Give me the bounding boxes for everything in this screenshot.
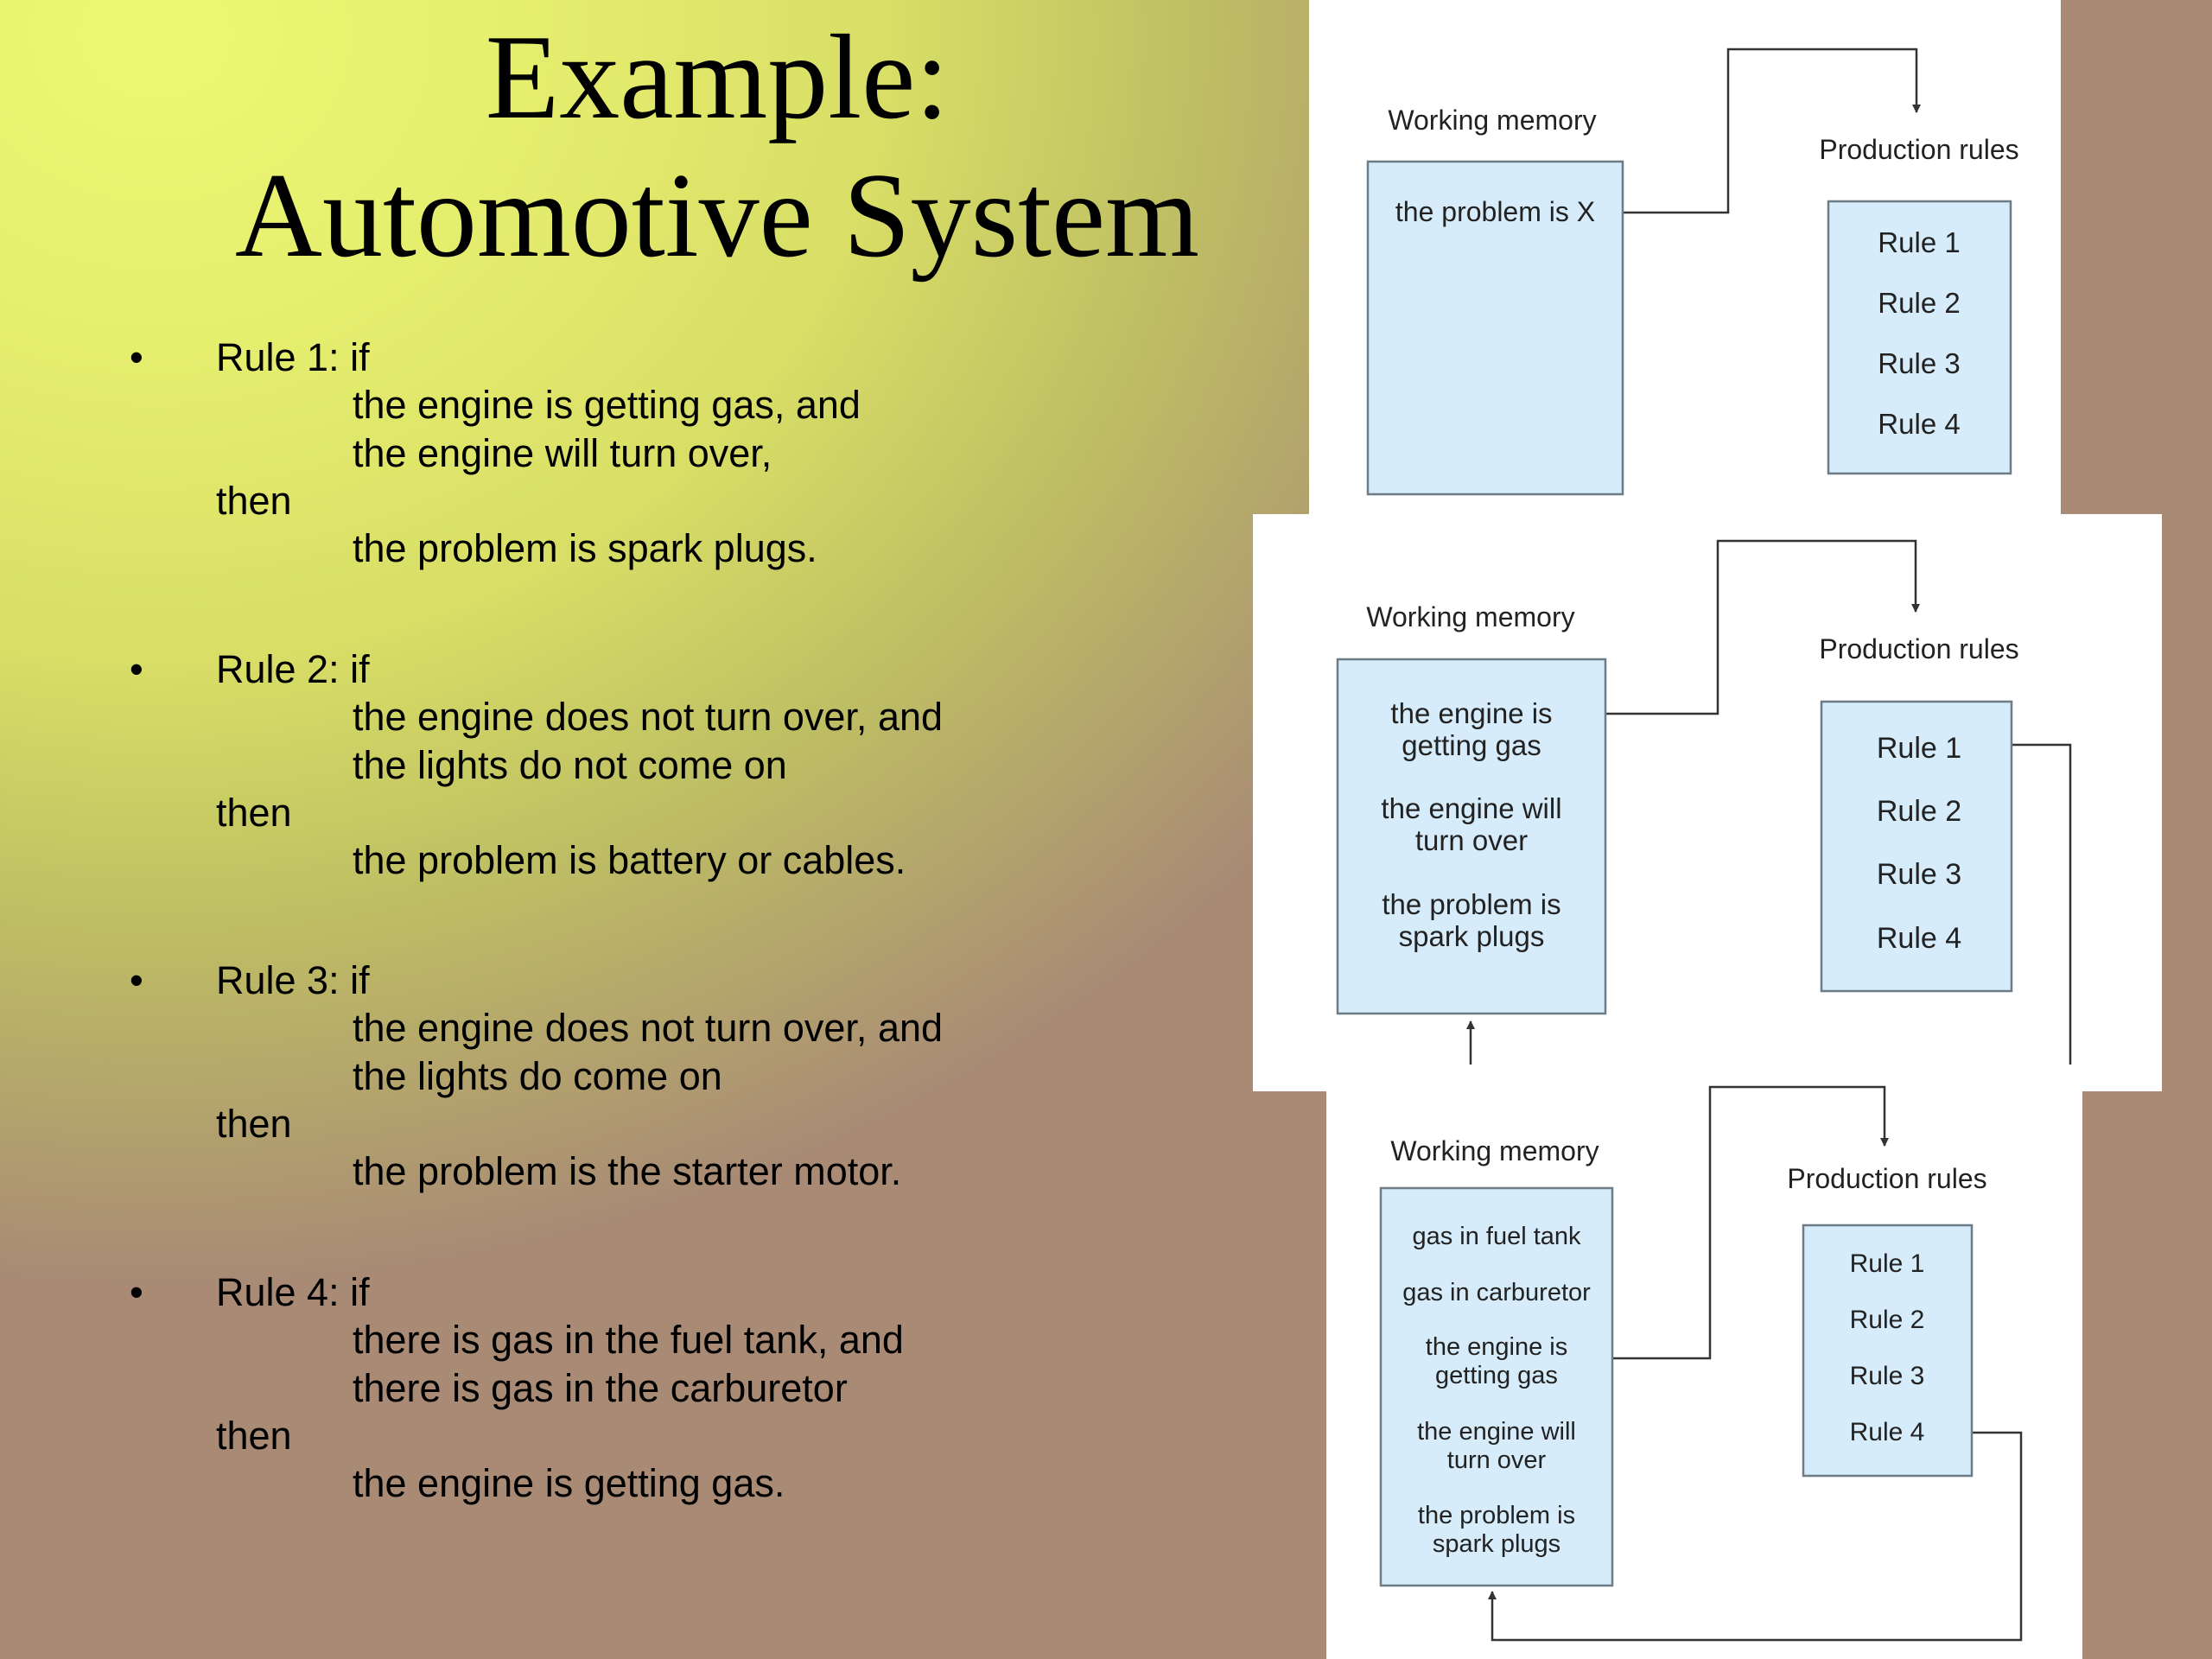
production-rules-title-3: Production rules bbox=[1787, 1163, 1986, 1194]
wm-fact-3-5: the problem is bbox=[1418, 1502, 1575, 1529]
working-memory-title-3: Working memory bbox=[1390, 1135, 1599, 1166]
rule-1-head: Rule 1: if bbox=[216, 335, 370, 379]
arrow-wm-to-rules-1 bbox=[1623, 48, 1921, 214]
wm-fact-3-5: spark plugs bbox=[1433, 1530, 1560, 1558]
rule-2-result: the problem is battery or cables. bbox=[353, 838, 906, 882]
bullet: • bbox=[130, 1270, 143, 1314]
working-memory-title-2: Working memory bbox=[1366, 601, 1574, 632]
rule-3-head: Rule 3: if bbox=[216, 958, 370, 1002]
rule-4-cond-1: there is gas in the fuel tank, and bbox=[353, 1318, 904, 1362]
rule-item-2-4: Rule 4 bbox=[1877, 922, 1961, 955]
rule-item-1-4: Rule 4 bbox=[1878, 408, 1960, 440]
arrow-wm-to-rules-2 bbox=[1605, 539, 1920, 715]
rule-item-2-2: Rule 2 bbox=[1877, 795, 1961, 828]
rule-item-3-3: Rule 3 bbox=[1850, 1362, 1925, 1390]
rule-3-cond-2: the lights do come on bbox=[353, 1054, 722, 1098]
rule-4-then: then bbox=[216, 1414, 292, 1458]
rule-2-cond-2: the lights do not come on bbox=[353, 743, 787, 787]
wm-fact-3-4: turn over bbox=[1447, 1446, 1547, 1474]
wm-fact-3-1: gas in fuel tank bbox=[1412, 1223, 1581, 1250]
rule-1-cond-1: the engine is getting gas, and bbox=[353, 383, 861, 427]
working-memory-title-1: Working memory bbox=[1388, 105, 1596, 136]
wm-fact-2-3: spark plugs bbox=[1399, 920, 1545, 952]
arrow-wm-to-rules-3 bbox=[1595, 1085, 1889, 1360]
rule-4-cond-2: there is gas in the carburetor bbox=[353, 1366, 848, 1410]
wm-fact-2-2: the engine will bbox=[1381, 792, 1561, 824]
bullet: • bbox=[130, 647, 143, 691]
rule-item-2-3: Rule 3 bbox=[1877, 858, 1961, 891]
rule-1-cond-2: the engine will turn over, bbox=[353, 431, 772, 475]
slide-title: Example: Automotive System bbox=[78, 9, 1357, 285]
wm-fact-2-3: the problem is bbox=[1382, 888, 1560, 920]
rule-4-fire-line bbox=[1488, 1431, 2023, 1642]
rule-item-1-1: Rule 1 bbox=[1878, 226, 1960, 258]
wm-fact-3-4: the engine will bbox=[1417, 1418, 1576, 1446]
rule-item-2-1: Rule 1 bbox=[1877, 732, 1961, 765]
title-line-2: Automotive System bbox=[234, 149, 1200, 283]
rule-3-cond-1: the engine does not turn over, and bbox=[353, 1006, 944, 1050]
rule-2-cond-1: the engine does not turn over, and bbox=[353, 695, 944, 739]
rule-4-result: the engine is getting gas. bbox=[353, 1461, 785, 1505]
rules-list: • Rule 1: if the engine is getting gas, … bbox=[130, 335, 944, 1505]
rule-item-1-2: Rule 2 bbox=[1878, 287, 1960, 319]
rule-item-3-2: Rule 2 bbox=[1850, 1306, 1925, 1334]
wm-fact-3-2: gas in carburetor bbox=[1402, 1279, 1591, 1306]
rule-4-head: Rule 4: if bbox=[216, 1270, 370, 1314]
wm-fact-1-1: the problem is X bbox=[1395, 196, 1595, 227]
working-memory-box-3 bbox=[1379, 1186, 1614, 1587]
wm-fact-2-2: turn over bbox=[1415, 824, 1528, 856]
rule-item-3-4: Rule 4 bbox=[1850, 1418, 1925, 1446]
production-rules-box-3 bbox=[1802, 1224, 1974, 1478]
rule-3-then: then bbox=[216, 1102, 292, 1146]
rule-2-then: then bbox=[216, 791, 292, 835]
wm-fact-3-3: the engine is bbox=[1426, 1333, 1567, 1361]
production-rules-box-2 bbox=[1820, 700, 2013, 993]
rule-item-1-3: Rule 3 bbox=[1878, 347, 1960, 379]
rule-item-3-1: Rule 1 bbox=[1850, 1249, 1925, 1278]
rule-1-result: the problem is spark plugs. bbox=[353, 526, 817, 570]
working-memory-box-1 bbox=[1366, 160, 1624, 496]
production-rules-title-2: Production rules bbox=[1819, 633, 2018, 664]
rule-3-result: the problem is the starter motor. bbox=[353, 1149, 902, 1193]
wm-fact-2-1: the engine is bbox=[1390, 697, 1552, 729]
wm-fact-3-3: getting gas bbox=[1435, 1362, 1558, 1389]
title-line-1: Example: bbox=[485, 10, 950, 144]
production-rules-title-1: Production rules bbox=[1819, 134, 2018, 165]
production-rules-box-1 bbox=[1827, 200, 2012, 475]
wm-fact-2-1: getting gas bbox=[1402, 729, 1541, 761]
rule-2-head: Rule 2: if bbox=[216, 647, 370, 691]
bullet: • bbox=[130, 958, 143, 1002]
rule-1-then: then bbox=[216, 479, 292, 523]
working-memory-box-2 bbox=[1336, 658, 1607, 1015]
bullet: • bbox=[130, 335, 143, 379]
